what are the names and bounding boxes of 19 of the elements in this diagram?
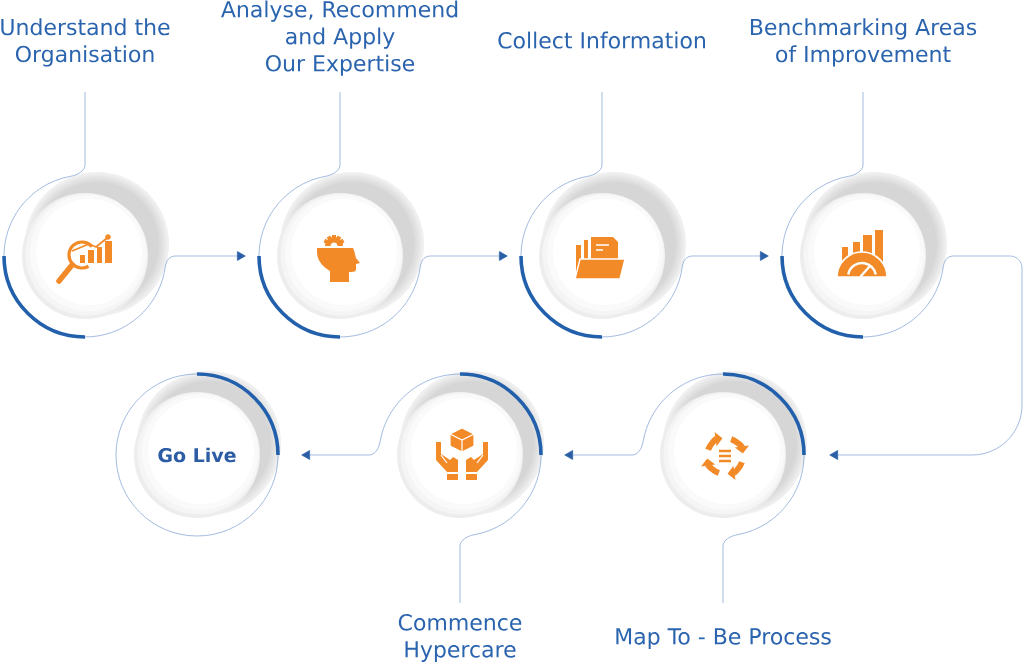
step-title: Collect Information (498, 31, 705, 49)
arrow (564, 440, 644, 460)
arrow (419, 251, 508, 268)
arrow (681, 251, 769, 268)
step-title: Map To - Be Process (616, 628, 831, 649)
arrow (164, 251, 246, 268)
step-title: Analyse, Recommend and Apply Our Expertise (221, 0, 458, 76)
leader-line (848, 91, 864, 177)
step-circle: Go Live (115, 371, 281, 537)
leader-line (587, 91, 603, 177)
step-title: Benchmarking Areas of Improvement (750, 18, 977, 67)
leader-line (325, 91, 341, 177)
leader-line (459, 534, 475, 604)
leader-line (722, 534, 738, 604)
leader-line (70, 91, 86, 177)
step-title: Understand the Organisation (1, 18, 170, 67)
arrow (301, 440, 381, 460)
arrow (829, 255, 1023, 460)
step-title: Commence Hypercare (398, 614, 522, 662)
